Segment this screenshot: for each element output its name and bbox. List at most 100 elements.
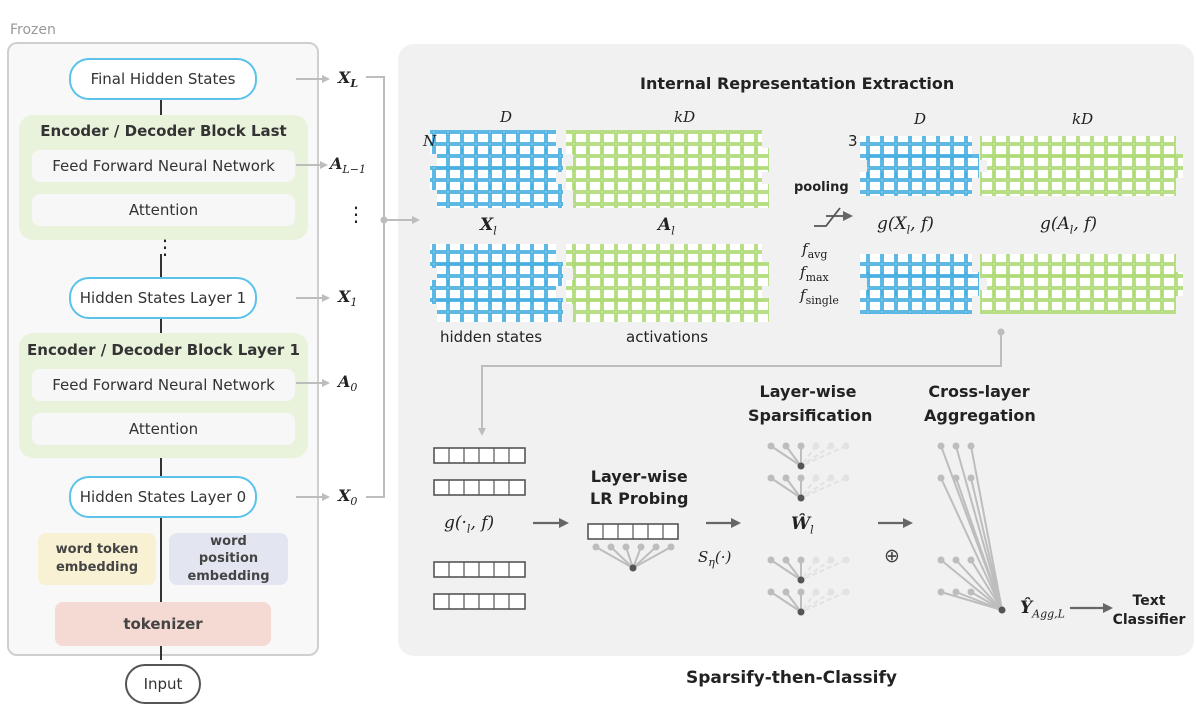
attention-layer1-label: Attention: [128, 420, 199, 438]
label-Al-main: A: [658, 215, 672, 235]
ffn-last-label: Feed Forward Neural Network: [52, 157, 275, 175]
pooled-activation-grids: [980, 136, 1183, 314]
figure-caption: Sparsify-then-Classify: [686, 668, 897, 688]
word-token-embedding: word token embedding: [38, 533, 156, 585]
final-hidden-states-label: Final Hidden States: [90, 70, 236, 88]
w-hat-main: Ŵ: [791, 514, 811, 534]
label-gX-tail: , f): [910, 214, 934, 234]
final-hidden-states-node: Final Hidden States: [69, 58, 257, 100]
label-gA: g(Al, f): [1040, 214, 1097, 236]
s-eta-sub: η: [708, 556, 715, 569]
input-label: Input: [143, 675, 183, 693]
hidden-states-layer1-node: Hidden States Layer 1: [69, 277, 257, 319]
pooling-label: pooling: [794, 180, 849, 195]
f-avg-main: f: [802, 240, 808, 258]
f-single-sub: single: [805, 294, 839, 307]
pooling-arrow: [814, 207, 853, 227]
attention-last: Attention: [32, 194, 295, 226]
g-expression: g(·l, f): [444, 513, 494, 535]
var-A0: A0: [338, 372, 357, 394]
lr-probe-network: [587, 523, 679, 572]
label-gX-main: g(X: [877, 214, 907, 234]
f-max-main: f: [800, 263, 806, 281]
pipeline-arrows: [533, 518, 1113, 613]
hidden-layer1-label: Hidden States Layer 1: [79, 289, 247, 307]
word-position-label: word position embedding: [187, 533, 270, 584]
ffn-layer1: Feed Forward Neural Network: [32, 369, 295, 401]
ffn-layer1-label: Feed Forward Neural Network: [52, 376, 275, 394]
y-hat-sub: Agg,L: [1032, 607, 1065, 621]
encoder-decoder-block-layer1: Encoder / Decoder Block Layer 1 Feed For…: [19, 333, 308, 458]
f-avg: favg: [802, 240, 827, 261]
block-layer1-title: Encoder / Decoder Block Layer 1: [27, 341, 300, 359]
hidden-states-layer0-node: Hidden States Layer 0: [69, 476, 257, 518]
w-hat: Ŵl: [791, 514, 814, 536]
sparsify-line2: Sparsification: [748, 406, 873, 425]
f-single: fsingle: [800, 286, 839, 307]
word-position-embedding: word position embedding: [169, 533, 288, 585]
frozen-label: Frozen: [10, 22, 56, 38]
var-vdots: ⋮: [346, 202, 366, 226]
var-X1-sub: 1: [350, 296, 358, 310]
return-arrow: [478, 332, 1002, 436]
y-hat-main: Ŷ: [1020, 598, 1033, 618]
attention-layer1: Attention: [32, 413, 295, 445]
var-XL-sub: L: [350, 77, 359, 91]
word-token-label: word token embedding: [55, 542, 139, 575]
agg-line2: Aggregation: [924, 406, 1036, 425]
f-max: fmax: [800, 263, 829, 284]
oplus-symbol: ⊕: [884, 545, 900, 567]
var-X0-sub: 0: [350, 495, 358, 509]
activations-caption: activations: [626, 328, 709, 346]
return-junction: [997, 328, 1005, 336]
hidden-states-caption: hidden states: [440, 328, 543, 346]
sparsify-line1: Layer-wise: [759, 382, 857, 401]
sparsification-networks: [767, 442, 850, 616]
activations-grids: [566, 130, 769, 322]
f-single-main: f: [800, 286, 806, 304]
feature-vector-dividers: [448, 448, 510, 609]
bracket-junction: [380, 216, 388, 224]
label-Al-sub: l: [671, 224, 675, 238]
dim-D-pooled: D: [914, 110, 927, 128]
dim-kD-pooled: kD: [1072, 110, 1094, 128]
var-X1-main: X: [338, 287, 351, 306]
text-classifier-line2: Classifier: [1112, 612, 1186, 628]
hidden-layer0-label: Hidden States Layer 0: [79, 488, 247, 506]
tokenizer-box: tokenizer: [55, 602, 271, 646]
var-AL1: AL−1: [330, 154, 366, 176]
tokenizer-label: tokenizer: [123, 614, 203, 633]
lr-probing-line2: LR Probing: [590, 489, 689, 508]
input-node: Input: [125, 664, 201, 704]
stack-vdots: ⋮: [155, 235, 175, 259]
extraction-title: Internal Representation Extraction: [640, 74, 955, 93]
label-gA-main: g(A: [1040, 214, 1070, 234]
label-Xl-main: X: [480, 215, 494, 235]
block-last-title: Encoder / Decoder Block Last: [40, 122, 287, 140]
var-X1: X1: [338, 287, 357, 309]
var-AL1-main: A: [330, 154, 343, 173]
s-eta-main: S: [698, 548, 709, 566]
f-max-sub: max: [805, 271, 829, 284]
label-gA-sub: l: [1069, 223, 1074, 237]
g-expression-main: g(·: [444, 513, 467, 533]
s-eta-operator: Sη(·): [698, 548, 731, 569]
label-Xl: Xl: [480, 215, 497, 237]
ffn-last: Feed Forward Neural Network: [32, 150, 295, 182]
label-gX-sub: l: [906, 223, 911, 237]
var-A0-sub: 0: [350, 381, 358, 395]
label-gA-tail: , f): [1073, 214, 1098, 234]
var-XL-main: X: [338, 68, 351, 87]
lr-probing-line1: Layer-wise: [590, 467, 688, 486]
dim-three: 3: [848, 132, 858, 150]
g-expression-sub: l: [466, 522, 471, 536]
encoder-decoder-block-last: Encoder / Decoder Block Last Feed Forwar…: [19, 115, 308, 240]
dim-N: N: [423, 132, 437, 150]
label-Xl-sub: l: [493, 224, 497, 238]
label-Al: Al: [658, 215, 675, 237]
f-avg-sub: avg: [807, 248, 828, 261]
